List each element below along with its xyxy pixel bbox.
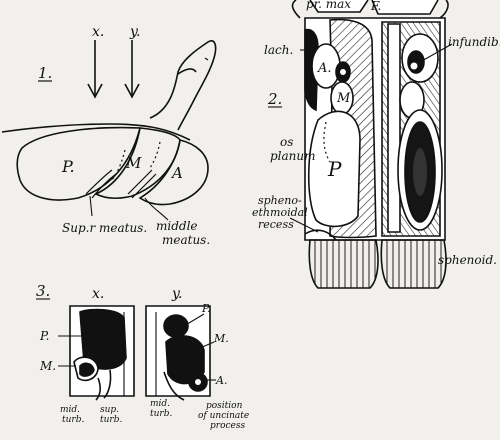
fig3-process: process	[210, 421, 245, 431]
fig3-left-mid-turb: turb.	[62, 415, 84, 425]
fig1-sup-meatus-label: Sup.r meatus.	[62, 221, 147, 235]
fig1-label-p: P.	[61, 157, 75, 176]
fig1-number: 1.	[38, 64, 52, 82]
fig2-sphenoid-left	[309, 240, 378, 288]
fig2-label-p: P	[327, 157, 342, 181]
fig2-infundib: infundib.	[448, 35, 500, 49]
fig2-recess-label: recess	[258, 218, 294, 231]
fig1-label-a: A	[170, 164, 183, 182]
fig2-infundib-dark	[408, 51, 424, 73]
fig3-right-a: A.	[215, 374, 227, 387]
fig2-sphenoid-right	[381, 240, 446, 288]
arrow-y	[125, 40, 139, 97]
fig3-right-m: M.	[213, 332, 229, 345]
fig2-f: F.	[370, 0, 381, 13]
fig2-planum: planum	[270, 149, 316, 163]
fig1-upper-process	[150, 41, 216, 130]
fig3-x: x.	[92, 286, 104, 302]
fig1-middle-label: middle	[156, 219, 198, 233]
leader-sup-meatus	[90, 196, 92, 216]
figure-1: 1. x. y. P	[2, 24, 216, 247]
fig3-left-p: P.	[39, 329, 49, 343]
fig3-right-mid: mid.	[150, 399, 170, 409]
figure-3: 3. x. y. P. M. mid. turb. sup. turb. P. …	[36, 282, 249, 431]
fig2-os: os	[280, 135, 293, 149]
fig2-pr-max: pr. max	[306, 0, 351, 11]
fig3-right-p: P.	[201, 302, 211, 315]
fig2-label-a: A.	[317, 61, 332, 76]
fig1-process-curl	[178, 69, 196, 74]
fig1-x-label: x.	[92, 24, 104, 40]
fig3-y: y.	[171, 286, 183, 302]
fig3-left-m: M.	[39, 359, 56, 373]
figure-2: pr. max F. lach. infundib. A. M P 2. os …	[252, 0, 500, 288]
fig3-position: position	[206, 401, 243, 411]
leader-middle-meatus	[145, 198, 168, 220]
fig2-top-right-bone	[372, 0, 438, 14]
arrow-x	[88, 40, 102, 97]
fig2-right-strip	[388, 24, 400, 232]
fig2-number: 2.	[267, 90, 282, 108]
fig3-right-mid-turb: turb.	[150, 409, 172, 419]
fig3-number: 3.	[36, 282, 50, 300]
fig3-left-sup: sup.	[100, 405, 119, 415]
fig2-label-m: M	[336, 91, 351, 106]
fig1-y-label: y.	[129, 24, 141, 40]
fig3-left-mid: mid.	[60, 405, 80, 415]
fig1-region-p	[17, 128, 140, 200]
fig1-label-m: M	[125, 154, 142, 172]
fig2-lach: lach.	[264, 43, 293, 57]
fig3-of-uncinate: of uncinate	[198, 411, 249, 421]
fig2-sphenoid: sphenoid.	[438, 253, 497, 267]
fig3-left-sup-turb: turb.	[100, 415, 122, 425]
fig1-meatus-label: meatus.	[162, 233, 210, 247]
